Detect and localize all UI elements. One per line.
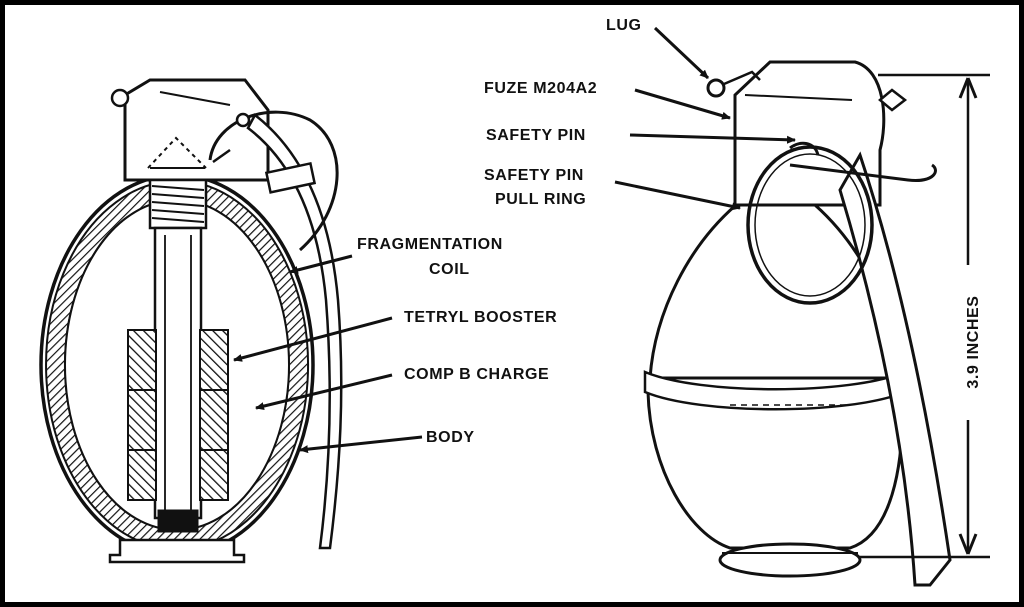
label-lug: LUG: [606, 17, 642, 34]
label-body: BODY: [426, 429, 475, 446]
charge-block-left-3: [127, 449, 157, 501]
body-base: [108, 538, 246, 564]
charge-block-left-1: [127, 329, 157, 391]
exterior-base: [718, 542, 862, 578]
charge-block-right-1: [199, 329, 229, 391]
charge-block-right-3: [199, 449, 229, 501]
lever-clip: [264, 161, 317, 194]
leader-fuze: [634, 88, 731, 120]
leader-body: [299, 435, 423, 454]
label-pull-ring-2: PULL RING: [495, 191, 586, 208]
lug: [706, 78, 726, 98]
fuze-tube: [153, 226, 203, 520]
leader-safety-pin: [629, 133, 796, 144]
label-fragmentation: FRAGMENTATION: [357, 236, 503, 253]
charge-block-left-2: [127, 389, 157, 451]
leader-comp-b-charge: [255, 373, 393, 411]
exterior-fuze-head: [733, 60, 886, 207]
label-pull-ring-1: SAFETY PIN: [484, 167, 584, 184]
detonator: [157, 509, 199, 533]
leader-pull-ring: [614, 180, 741, 211]
exterior-pull-ring: [746, 145, 874, 305]
charge-block-right-2: [199, 389, 229, 451]
exterior-safety-lever: [838, 151, 952, 587]
exterior-safety-pin: [789, 141, 937, 182]
lower-body: [646, 390, 904, 550]
height-dimension: [858, 73, 990, 559]
leader-fragmentation-coil: [289, 254, 353, 274]
label-fuze: FUZE M204A2: [484, 80, 597, 97]
safety-lever: [246, 113, 343, 550]
pull-ring: [208, 110, 339, 252]
leader-tetryl-booster: [233, 316, 393, 362]
label-coil: COIL: [429, 261, 470, 278]
label-comp-b-charge: COMP B CHARGE: [404, 366, 549, 383]
fuze-head: [123, 78, 270, 182]
cutaway-grenade: [39, 78, 343, 564]
exterior-grenade: [643, 60, 952, 587]
leader-lug: [653, 26, 710, 80]
dimension-label: 3.9 INCHES: [965, 295, 982, 388]
label-tetryl-booster: TETRYL BOOSTER: [404, 309, 557, 326]
label-safety-pin: SAFETY PIN: [486, 127, 586, 144]
